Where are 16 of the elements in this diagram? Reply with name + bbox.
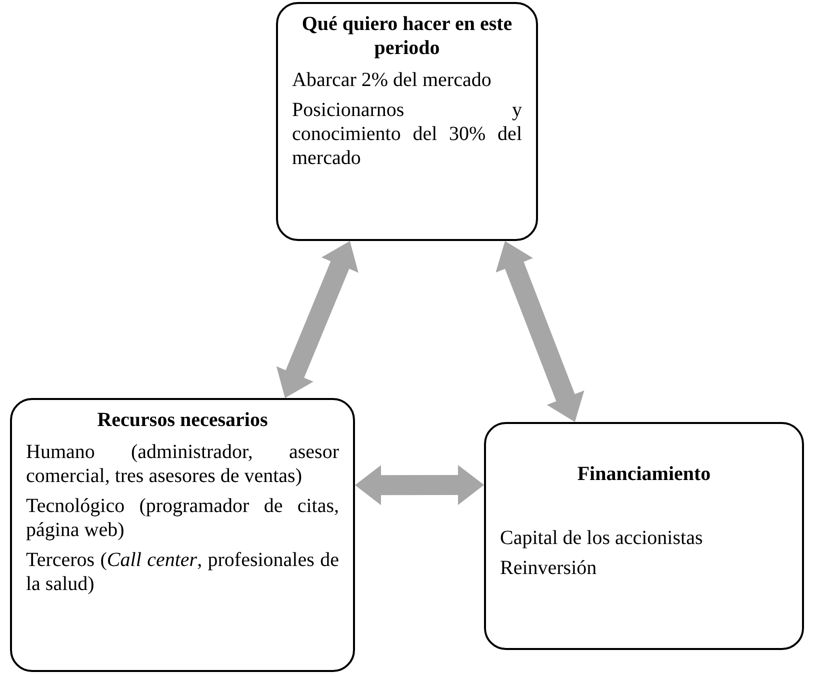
double-arrow bbox=[496, 241, 584, 422]
rounded-box bbox=[276, 2, 538, 241]
box-text: Terceros (Call center, profesionales de la salud) bbox=[26, 548, 339, 596]
rounded-box bbox=[484, 422, 804, 650]
rounded-box bbox=[10, 398, 355, 672]
box-heading: Financiamiento bbox=[576, 462, 712, 486]
box-text: Reinversión bbox=[500, 556, 598, 580]
double-arrow bbox=[355, 465, 484, 506]
box-text: Humano (administrador, asesor comercial, tres asesores de ventas) bbox=[26, 440, 339, 488]
box-text: Abarcar 2% del mercado bbox=[292, 68, 492, 92]
box-text: Tecnológico (programador de citas, página web) bbox=[26, 494, 339, 542]
box-text: Capital de los accionistas bbox=[500, 526, 704, 550]
box-text: Posicionarnos y conocimiento del 30% del mercado bbox=[292, 98, 522, 170]
box-heading: Qué quiero hacer en este periodo bbox=[300, 12, 514, 60]
box-heading: Recursos necesarios bbox=[96, 408, 269, 432]
double-arrow bbox=[276, 241, 358, 398]
